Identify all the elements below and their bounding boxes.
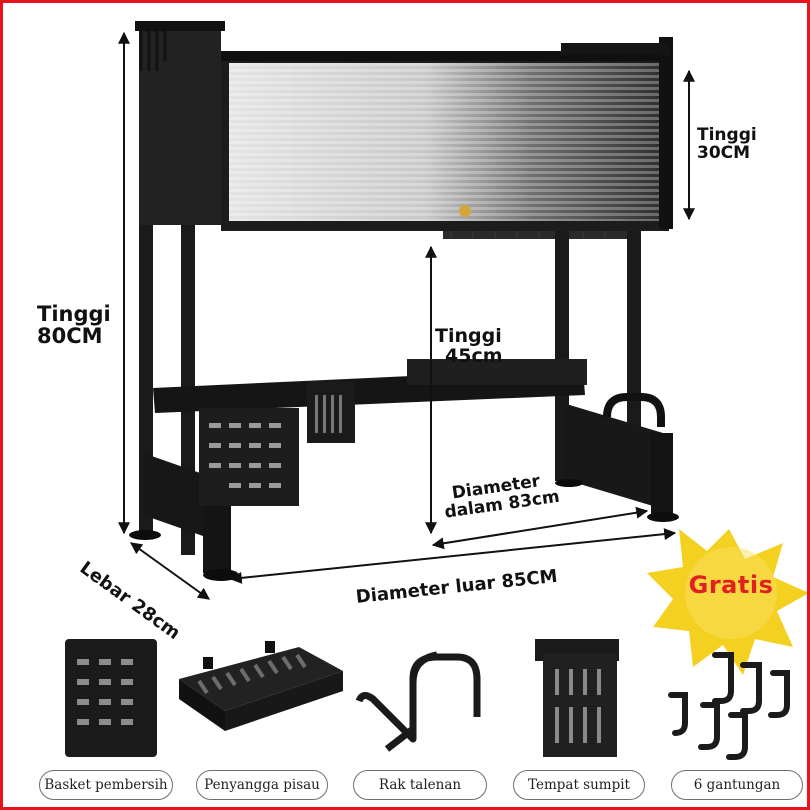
product-scene bbox=[65, 21, 807, 760]
accessory-label-hooks: 6 gantungan bbox=[671, 770, 803, 800]
hooks-icon bbox=[668, 652, 790, 760]
height-cabinet-value: 30CM bbox=[697, 142, 751, 163]
accessory-label-basket: Basket pembersih bbox=[39, 770, 173, 800]
cleaning-basket-icon bbox=[65, 639, 157, 757]
height-outer-label: Tinggi 80CM bbox=[37, 303, 111, 347]
leg-front-right bbox=[627, 231, 641, 441]
dimension-lines bbox=[118, 31, 695, 600]
height-outer-value: 80CM bbox=[37, 324, 103, 349]
accessory-label-knife-holder: Penyangga pisau bbox=[196, 770, 328, 800]
cutting-board-rack-icon bbox=[355, 651, 481, 752]
height-inner-label: Tinggi 45cm bbox=[435, 325, 503, 367]
side-panel bbox=[139, 25, 221, 225]
height-outer-title: Tinggi bbox=[37, 302, 111, 326]
height-inner-title: Tinggi bbox=[435, 325, 502, 347]
height-inner-value: 45cm bbox=[445, 344, 503, 367]
chopstick-holder-icon bbox=[535, 639, 619, 757]
cleaning-basket-mounted bbox=[199, 408, 299, 506]
side-hooks-icon bbox=[139, 31, 167, 71]
door-knob-icon bbox=[459, 205, 471, 217]
height-cabinet-label: Tinggi 30CM bbox=[697, 125, 757, 163]
promo-badge-text: Gratis bbox=[688, 571, 774, 599]
accessory-label-board-rack: Rak talenan bbox=[353, 770, 487, 800]
accessory-label-chopstick-holder: Tempat sumpit bbox=[513, 770, 645, 800]
knife-holder-icon bbox=[179, 641, 343, 731]
promo-starburst bbox=[647, 529, 807, 675]
dish-rack bbox=[129, 21, 679, 581]
height-cabinet-title: Tinggi bbox=[697, 125, 757, 145]
